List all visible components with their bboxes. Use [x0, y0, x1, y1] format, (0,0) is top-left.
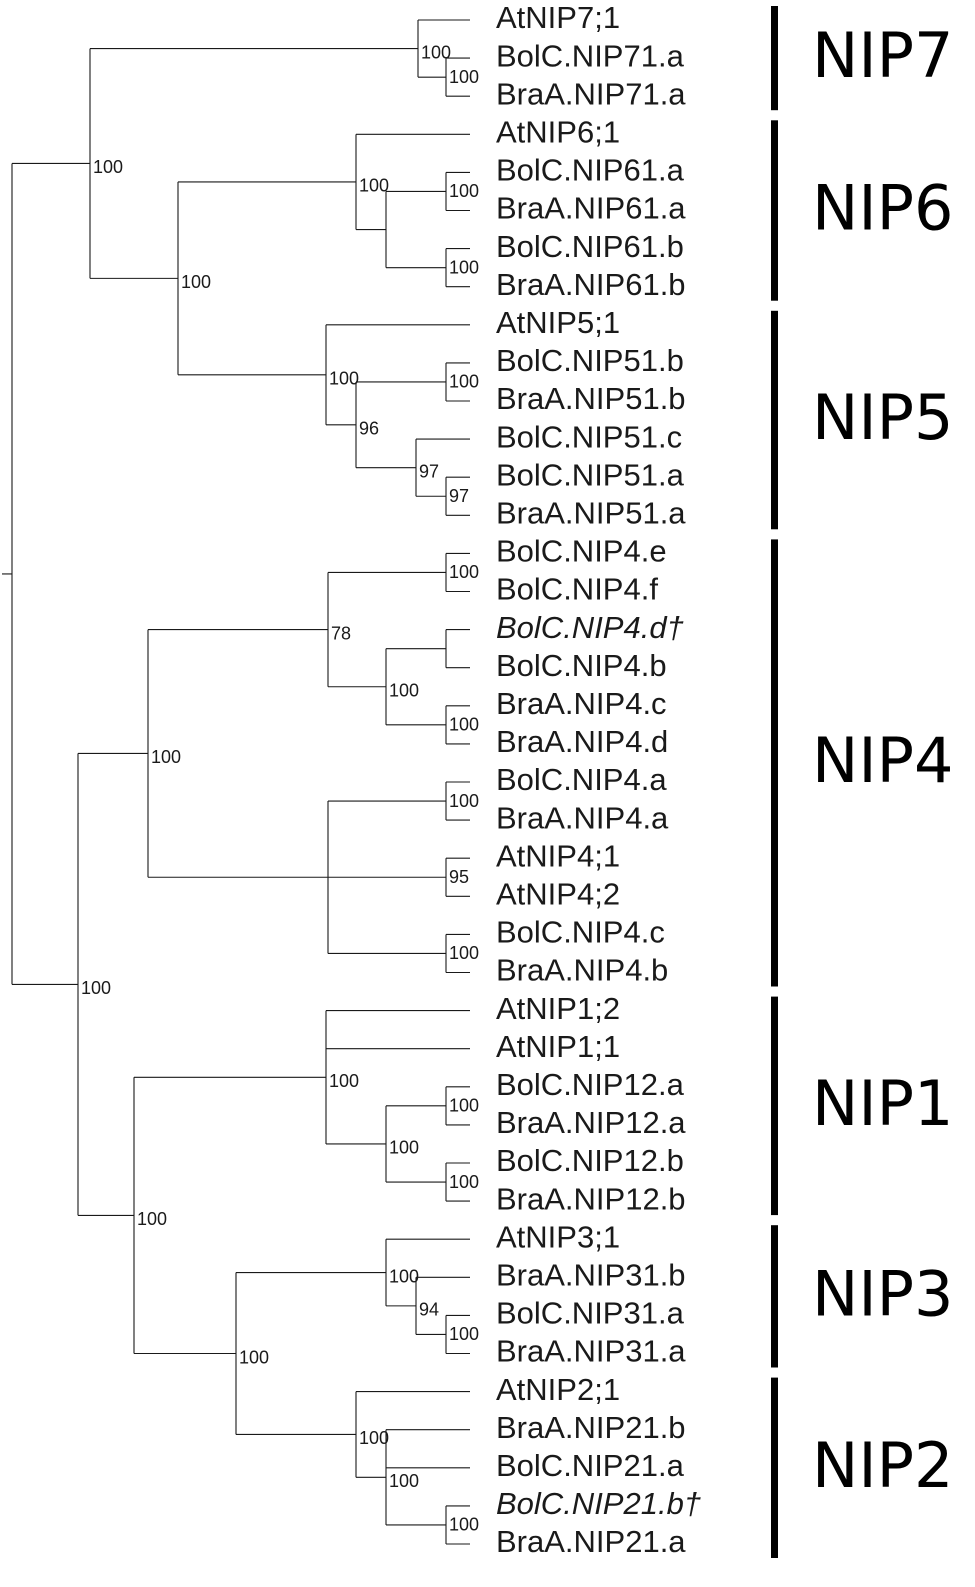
leaf-label: BolC.NIP4.d† [496, 610, 684, 645]
bootstrap-value: 100 [181, 272, 211, 292]
clade-bar [771, 120, 778, 301]
clade-bar [771, 996, 778, 1216]
leaf-label: BraA.NIP4.d [496, 724, 668, 759]
leaf-label: BolC.NIP4.c [496, 915, 665, 950]
bootstrap-value: 100 [449, 1172, 479, 1192]
leaf-label: BraA.NIP4.b [496, 953, 668, 988]
leaf-label: BraA.NIP71.a [496, 76, 686, 111]
tree-branches [2, 19, 470, 1545]
clade-bar [771, 6, 778, 111]
bootstrap-value: 100 [449, 1324, 479, 1344]
bootstrap-value: 100 [389, 681, 419, 701]
bootstrap-value: 97 [449, 486, 469, 506]
bootstrap-value: 100 [137, 1209, 167, 1229]
leaf-label: BolC.NIP61.a [496, 153, 685, 188]
bootstrap-value: 97 [419, 461, 439, 481]
bootstrap-value: 100 [449, 372, 479, 392]
bootstrap-value: 100 [449, 562, 479, 582]
leaf-label: BraA.NIP21.b [496, 1410, 686, 1445]
bootstrap-value: 100 [449, 715, 479, 735]
leaf-label: BolC.NIP21.a [496, 1448, 685, 1483]
leaf-label: BolC.NIP12.a [496, 1067, 685, 1102]
leaf-label: BraA.NIP21.a [496, 1524, 686, 1559]
leaf-label: BolC.NIP71.a [496, 38, 685, 73]
leaf-label: BraA.NIP4.c [496, 686, 667, 721]
bootstrap-value: 100 [449, 181, 479, 201]
bootstrap-value: 78 [331, 623, 351, 643]
clade-bar [771, 1225, 778, 1368]
leaf-label: AtNIP1;2 [496, 991, 620, 1026]
leaf-label: BolC.NIP51.c [496, 419, 682, 454]
leaf-label: BraA.NIP12.a [496, 1105, 686, 1140]
leaf-label: BolC.NIP4.a [496, 762, 667, 797]
leaf-label: AtNIP1;1 [496, 1029, 620, 1064]
leaf-label: BolC.NIP51.a [496, 457, 685, 492]
clade-label: NIP1 [812, 1067, 954, 1140]
leaf-label: BolC.NIP4.b [496, 648, 667, 683]
bootstrap-value: 100 [449, 943, 479, 963]
bootstrap-value: 100 [449, 1515, 479, 1535]
bootstrap-value: 96 [359, 419, 379, 439]
leaf-label: AtNIP7;1 [496, 0, 620, 35]
bootstrap-value: 100 [389, 1138, 419, 1158]
clade-label: NIP7 [812, 19, 954, 92]
bootstrap-value: 100 [93, 157, 123, 177]
leaf-label: BraA.NIP31.b [496, 1257, 686, 1292]
leaf-label: AtNIP5;1 [496, 305, 620, 340]
clade-bar [771, 539, 778, 987]
bootstrap-value: 100 [449, 67, 479, 87]
leaf-label: BraA.NIP12.b [496, 1181, 686, 1216]
leaf-label: BraA.NIP61.b [496, 267, 686, 302]
leaf-label: AtNIP4;2 [496, 876, 620, 911]
bootstrap-value: 100 [389, 1471, 419, 1491]
leaf-labels: AtNIP7;1BolC.NIP71.aBraA.NIP71.aAtNIP6;1… [496, 0, 701, 1559]
leaf-label: BolC.NIP21.b† [496, 1486, 701, 1521]
leaf-label: BolC.NIP4.f [496, 572, 658, 607]
leaf-label: BolC.NIP31.a [496, 1296, 685, 1331]
leaf-label: AtNIP6;1 [496, 114, 620, 149]
leaf-label: BolC.NIP51.b [496, 343, 684, 378]
leaf-label: AtNIP4;1 [496, 838, 620, 873]
leaf-label: BraA.NIP4.a [496, 800, 669, 835]
clade-label: NIP5 [812, 381, 954, 454]
leaf-label: BraA.NIP61.a [496, 191, 686, 226]
bootstrap-value: 100 [449, 257, 479, 277]
bootstrap-value: 94 [419, 1300, 439, 1320]
bootstrap-value: 100 [359, 176, 389, 196]
support-values: 100 100 100 100 100 100 97 97 96 100 100 100 100 100 1… [81, 42, 479, 1534]
bootstrap-value: 100 [389, 1266, 419, 1286]
clade-bar [771, 1377, 778, 1558]
leaf-label: AtNIP3;1 [496, 1219, 620, 1254]
bootstrap-value: 100 [239, 1347, 269, 1367]
leaf-label: BraA.NIP31.a [496, 1334, 686, 1369]
bootstrap-value: 100 [449, 1096, 479, 1116]
bootstrap-value: 100 [359, 1428, 389, 1448]
bootstrap-value: 100 [329, 1071, 359, 1091]
leaf-label: BraA.NIP51.b [496, 381, 686, 416]
clade-label: NIP2 [812, 1429, 954, 1502]
clade-label: NIP4 [812, 724, 954, 797]
leaf-label: BraA.NIP51.a [496, 495, 686, 530]
leaf-label: BolC.NIP4.e [496, 534, 667, 569]
bootstrap-value: 100 [329, 369, 359, 389]
bootstrap-value: 100 [449, 791, 479, 811]
bootstrap-value: 100 [81, 978, 111, 998]
leaf-label: BolC.NIP61.b [496, 229, 684, 264]
bootstrap-value: 95 [449, 867, 469, 887]
clade-bar [771, 310, 778, 530]
clade-label: NIP6 [812, 172, 954, 245]
leaf-label: BolC.NIP12.b [496, 1143, 684, 1178]
bootstrap-value: 100 [151, 747, 181, 767]
bootstrap-value: 100 [421, 42, 451, 62]
clade-label: NIP3 [812, 1257, 954, 1330]
leaf-label: AtNIP2;1 [496, 1372, 620, 1407]
